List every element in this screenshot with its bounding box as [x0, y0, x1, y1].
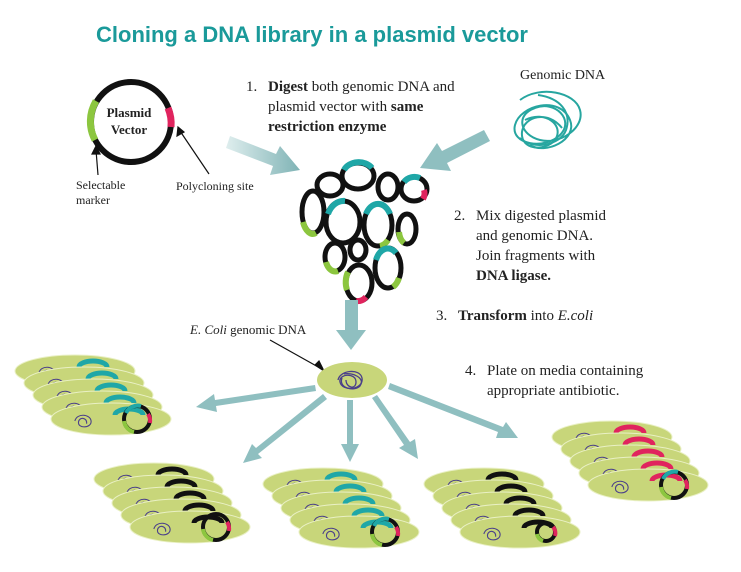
step-1-bold2: same — [390, 99, 424, 115]
genomic-dna-label: Genomic DNA — [520, 68, 606, 83]
step-4-text2: appropriate antibiotic. — [487, 383, 620, 399]
step-3-text1: into — [526, 308, 558, 324]
selectable-marker-label: Selectable marker — [76, 178, 125, 208]
ecoli-italic-text: E. Coli — [190, 322, 227, 337]
step-1-bold: Digest — [268, 79, 308, 95]
step-2-text2: and genomic DNA. — [476, 228, 594, 244]
colony-group-4 — [423, 467, 581, 549]
colony-group-2 — [93, 462, 251, 544]
polycloning-site-label: Polycloning site — [176, 179, 254, 193]
host-cell-icon — [317, 362, 387, 398]
plating-arrows — [196, 383, 518, 463]
step-2-number: 2. — [454, 208, 466, 224]
recombinant-plasmid-cluster — [299, 159, 430, 305]
step-1-number: 1. — [246, 79, 258, 95]
colony-group-3 — [262, 467, 420, 549]
step-2-text4: . — [547, 268, 551, 284]
step-1-text1: both genomic DNA and — [308, 79, 455, 95]
step-3-bold: Transform — [458, 308, 527, 324]
arrow-genomic-to-mix — [420, 130, 490, 171]
plasmid-label-line1: Plasmid — [106, 105, 152, 120]
arrow-mix-to-cell — [336, 300, 366, 350]
step-3-number: 3. — [436, 308, 448, 324]
step-2-text3: Join fragments with — [476, 248, 596, 264]
ecoli-genomic-dna-label: E. Coli genomic DNA — [190, 322, 306, 338]
step-2-text1: Mix digested plasmid — [476, 208, 606, 224]
colony-group-1 — [14, 354, 172, 436]
ecoli-rest-text: genomic DNA — [226, 322, 307, 337]
step-1-text2: plasmid vector with — [268, 99, 391, 115]
label-pointer-lines — [91, 125, 326, 373]
step-2-bold: DNA ligase — [476, 268, 548, 284]
step-4-number: 4. — [465, 363, 477, 379]
page-title: Cloning a DNA library in a plasmid vecto… — [96, 22, 528, 47]
selectable-marker-line1: Selectable — [76, 178, 126, 192]
genomic-dna-icon — [513, 90, 582, 150]
selectable-marker-line2: marker — [76, 193, 110, 207]
step-1: 1. Digest both genomic DNA and plasmid ve… — [246, 77, 455, 137]
plasmid-vector-icon — [86, 79, 175, 165]
step-2: 2.Mix digested plasmid and genomic DNA. … — [454, 206, 606, 286]
colony-group-5 — [551, 420, 709, 502]
plasmid-vector-label: Plasmid Vector — [101, 104, 157, 138]
step-3: 3. Transform into E.coli — [436, 306, 593, 326]
step-4: 4. Plate on media containing appropriate … — [465, 361, 643, 401]
plasmid-label-line2: Vector — [110, 122, 148, 137]
step-4-text1: Plate on media containing — [487, 363, 644, 379]
step-1-bold3: restriction enzyme — [268, 119, 387, 135]
arrow-plasmid-to-mix — [226, 136, 300, 175]
step-3-italic: E.coli — [557, 308, 594, 324]
